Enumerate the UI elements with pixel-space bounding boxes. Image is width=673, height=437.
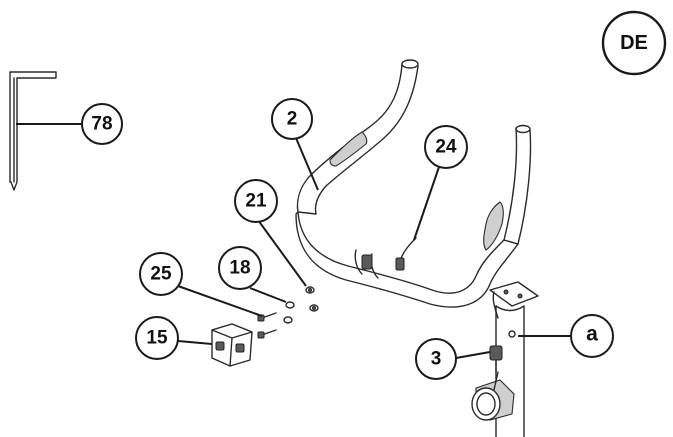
leader-lines — [16, 123, 572, 359]
bolt-21-lower — [309, 304, 319, 312]
callout-label: 15 — [146, 328, 168, 349]
callout-label: 3 — [431, 349, 442, 370]
callout-21: 21 — [234, 179, 278, 223]
callout-label: 18 — [229, 258, 250, 279]
callout-label: a — [586, 323, 598, 346]
leader-15 — [177, 340, 213, 345]
callout-label: 2 — [287, 109, 298, 130]
callout-a: a — [570, 314, 614, 358]
callout-label: 21 — [245, 191, 267, 212]
handlebar-part — [295, 59, 532, 308]
callout-label: 78 — [91, 114, 112, 135]
stem-post-part — [489, 281, 539, 437]
leader-3 — [455, 351, 491, 359]
clamp-block-part — [211, 323, 253, 367]
screw-25-upper — [257, 312, 277, 322]
leader-2 — [295, 137, 319, 191]
callout-label: 24 — [435, 137, 457, 158]
leader-18 — [249, 287, 287, 303]
leader-21 — [257, 219, 307, 287]
washer-18-upper — [285, 301, 295, 309]
callout-78: 78 — [81, 103, 123, 145]
region-badge: DE — [601, 10, 667, 76]
allen-key-part — [9, 71, 57, 191]
washer-18-lower — [283, 316, 293, 324]
region-badge-label: DE — [620, 32, 648, 54]
callout-18: 18 — [218, 246, 262, 290]
callout-24: 24 — [424, 125, 468, 169]
callout-3: 3 — [415, 338, 457, 380]
leader-25 — [177, 285, 263, 317]
bolt-21-upper — [305, 286, 315, 294]
screw-25-lower — [257, 329, 277, 339]
callout-label: 25 — [150, 264, 172, 285]
adjustment-knob-part — [471, 345, 515, 421]
callout-2: 2 — [271, 98, 313, 140]
callout-15: 15 — [135, 316, 179, 360]
callout-25: 25 — [139, 252, 183, 296]
fasteners-group — [257, 286, 319, 339]
leader-24 — [413, 163, 441, 241]
